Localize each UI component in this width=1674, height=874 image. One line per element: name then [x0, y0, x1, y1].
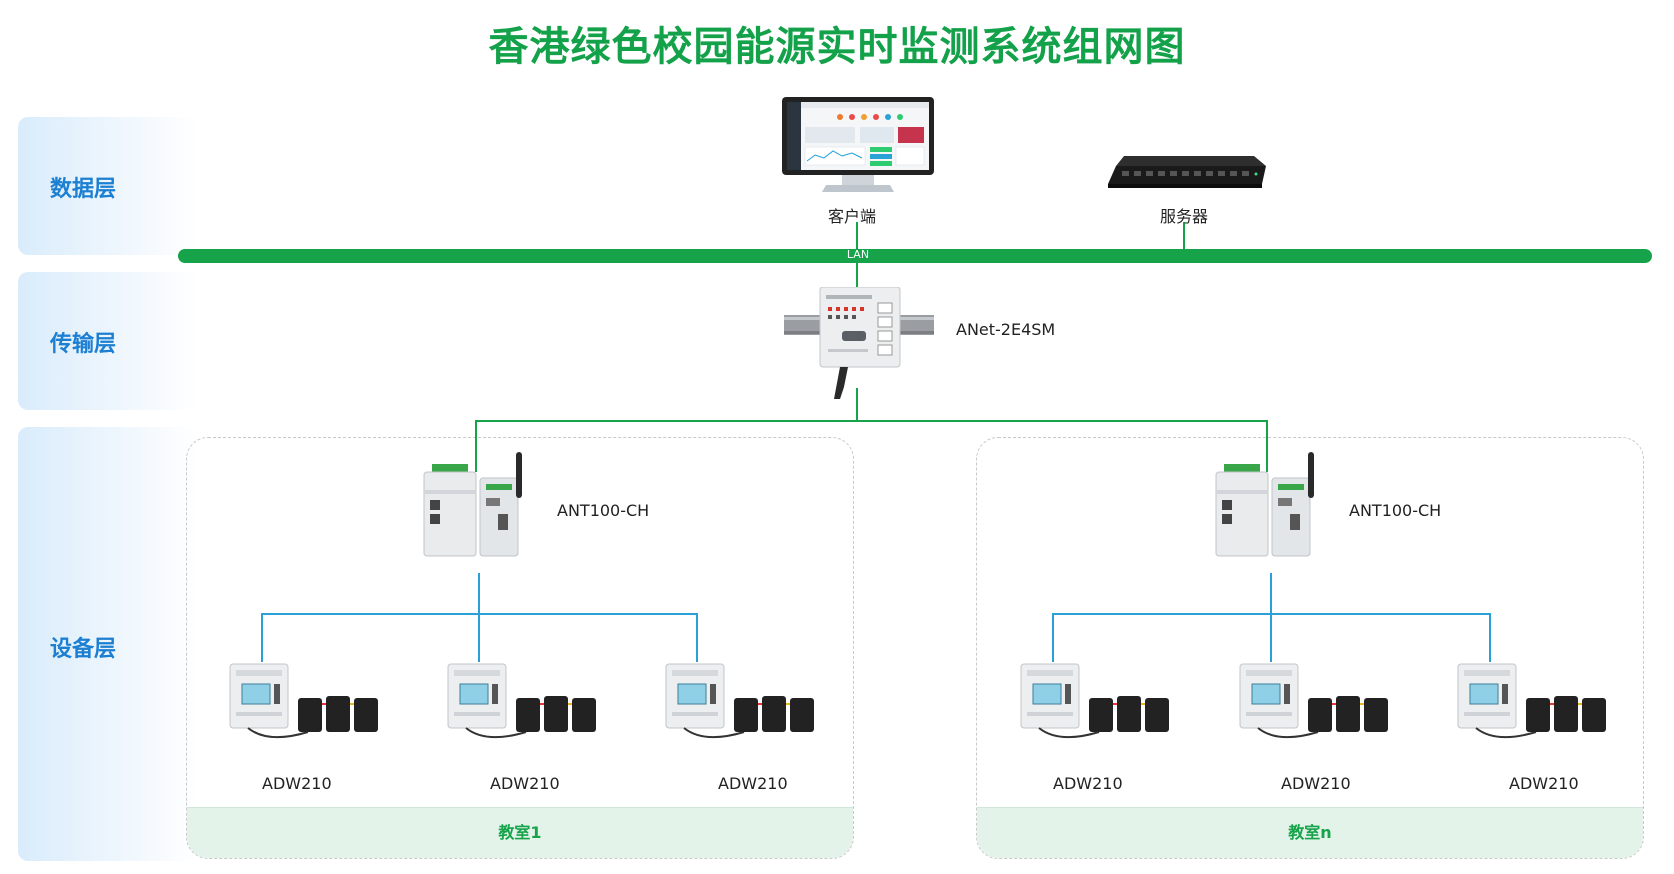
meter-label: ADW210: [490, 774, 560, 793]
device-layer-band: 设备层: [18, 427, 198, 861]
transport-layer-label: 传输层: [49, 332, 116, 357]
meter-label: ADW210: [1053, 774, 1123, 793]
server-label: 服务器: [1160, 207, 1209, 226]
zone-classroom-n: 教室n: [976, 437, 1644, 859]
device-layer-label: 设备层: [49, 637, 116, 662]
wireless-collector-icon: [1215, 452, 1314, 557]
lan-label: LAN: [846, 248, 870, 261]
meter-label: ADW210: [1509, 774, 1579, 793]
energy-meter-icon: [447, 663, 596, 739]
energy-meter-icon: [1457, 663, 1606, 739]
data-layer-label: 数据层: [49, 177, 116, 202]
energy-meter-icon: [229, 663, 378, 739]
blue-links: [261, 573, 1491, 662]
collector-label: ANT100-CH: [1349, 501, 1442, 520]
wireless-collector-icon: [423, 452, 522, 557]
energy-meter-icon: [1239, 663, 1388, 739]
zone-footer: 教室1: [187, 807, 853, 858]
collector-label: ANT100-CH: [557, 501, 650, 520]
energy-meter-icon: [665, 663, 814, 739]
lan-bus: [178, 249, 1652, 263]
rack-server-icon: [1108, 156, 1266, 188]
monitor-icon: [782, 97, 934, 192]
zone-footer: 教室n: [977, 807, 1643, 858]
meter-label: ADW210: [718, 774, 788, 793]
client-label: 客户端: [828, 207, 877, 226]
data-layer-band: 数据层: [18, 117, 198, 255]
din-rail-gateway-icon: [784, 287, 934, 399]
page-title: 香港绿色校园能源实时监测系统组网图: [488, 24, 1186, 70]
energy-meter-icon: [1020, 663, 1169, 739]
zone-classroom-1: 教室1: [186, 437, 854, 859]
gateway-label: ANet-2E4SM: [956, 320, 1056, 339]
transport-layer-band: 传输层: [18, 272, 198, 410]
meter-label: ADW210: [1281, 774, 1351, 793]
green-links: [475, 222, 1268, 472]
meter-label: ADW210: [262, 774, 332, 793]
